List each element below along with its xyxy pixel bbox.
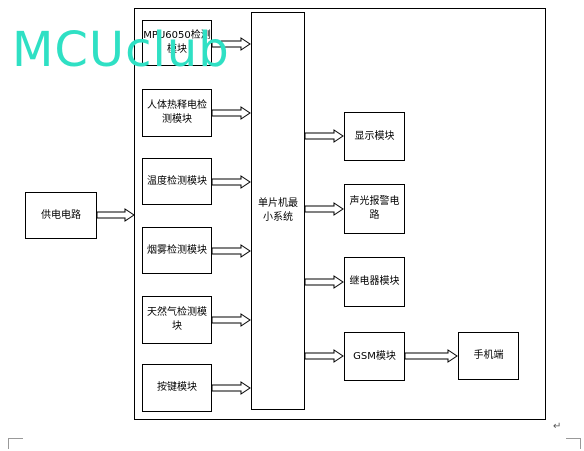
corner-mark-left <box>8 438 23 449</box>
arrow-gas-to-mcu <box>211 313 251 327</box>
system-frame <box>134 8 546 420</box>
key-module-label: 按键模块 <box>157 382 197 393</box>
display-module: 显示模块 <box>344 112 405 161</box>
temperature-module-label: 温度检测模块 <box>147 175 207 187</box>
arrow-mcu-to-relay <box>304 275 344 289</box>
paragraph-mark: ↵ <box>553 421 562 432</box>
power-supply-label: 供电电路 <box>41 209 81 221</box>
gas-module: 天然气检测模块 <box>142 296 212 344</box>
arrow-power-to-frame <box>96 208 135 222</box>
mpu6050-module: MPU6050检测模块 <box>142 20 212 66</box>
smoke-module: 烟雾检测模块 <box>142 227 212 274</box>
watermark-logo: MCUclub <box>12 22 230 78</box>
pir-module-label: 人体热释电检测模块 <box>147 100 207 125</box>
alarm-circuit: 声光报警电路 <box>344 184 405 234</box>
arrow-mpu6050-to-mcu <box>211 37 251 51</box>
arrow-key-to-mcu <box>211 381 251 395</box>
mpu6050-module-label: MPU6050检测模块 <box>143 30 211 55</box>
mcu-block: 单片机最小系统 <box>251 12 305 410</box>
power-supply-block: 供电电路 <box>25 192 97 239</box>
relay-module: 继电器模块 <box>344 257 405 307</box>
arrow-mcu-to-alarm <box>304 202 344 216</box>
gas-module-label: 天然气检测模块 <box>147 307 207 332</box>
display-module-label: 显示模块 <box>354 130 395 142</box>
phone-label: 手机端 <box>473 350 504 361</box>
arrow-pir-to-mcu <box>211 106 251 120</box>
key-module: 按键模块 <box>142 364 212 412</box>
gsm-module: GSM模块 <box>344 332 405 381</box>
arrow-smoke-to-mcu <box>211 244 251 258</box>
phone-block: 手机端 <box>458 332 519 380</box>
mcu-label: 单片机最小系统 <box>258 198 298 223</box>
arrow-gsm-to-phone <box>404 349 458 363</box>
relay-module-label: 继电器模块 <box>349 276 400 287</box>
pir-module: 人体热释电检测模块 <box>142 89 212 137</box>
alarm-circuit-label: 声光报警电路 <box>349 196 400 221</box>
arrow-mcu-to-gsm <box>304 349 344 363</box>
smoke-module-label: 烟雾检测模块 <box>147 244 207 256</box>
temperature-module: 温度检测模块 <box>142 158 212 205</box>
arrow-mcu-to-display <box>304 129 344 143</box>
gsm-module-label: GSM模块 <box>353 350 396 362</box>
arrow-temperature-to-mcu <box>211 175 251 189</box>
corner-mark-right <box>566 438 581 449</box>
